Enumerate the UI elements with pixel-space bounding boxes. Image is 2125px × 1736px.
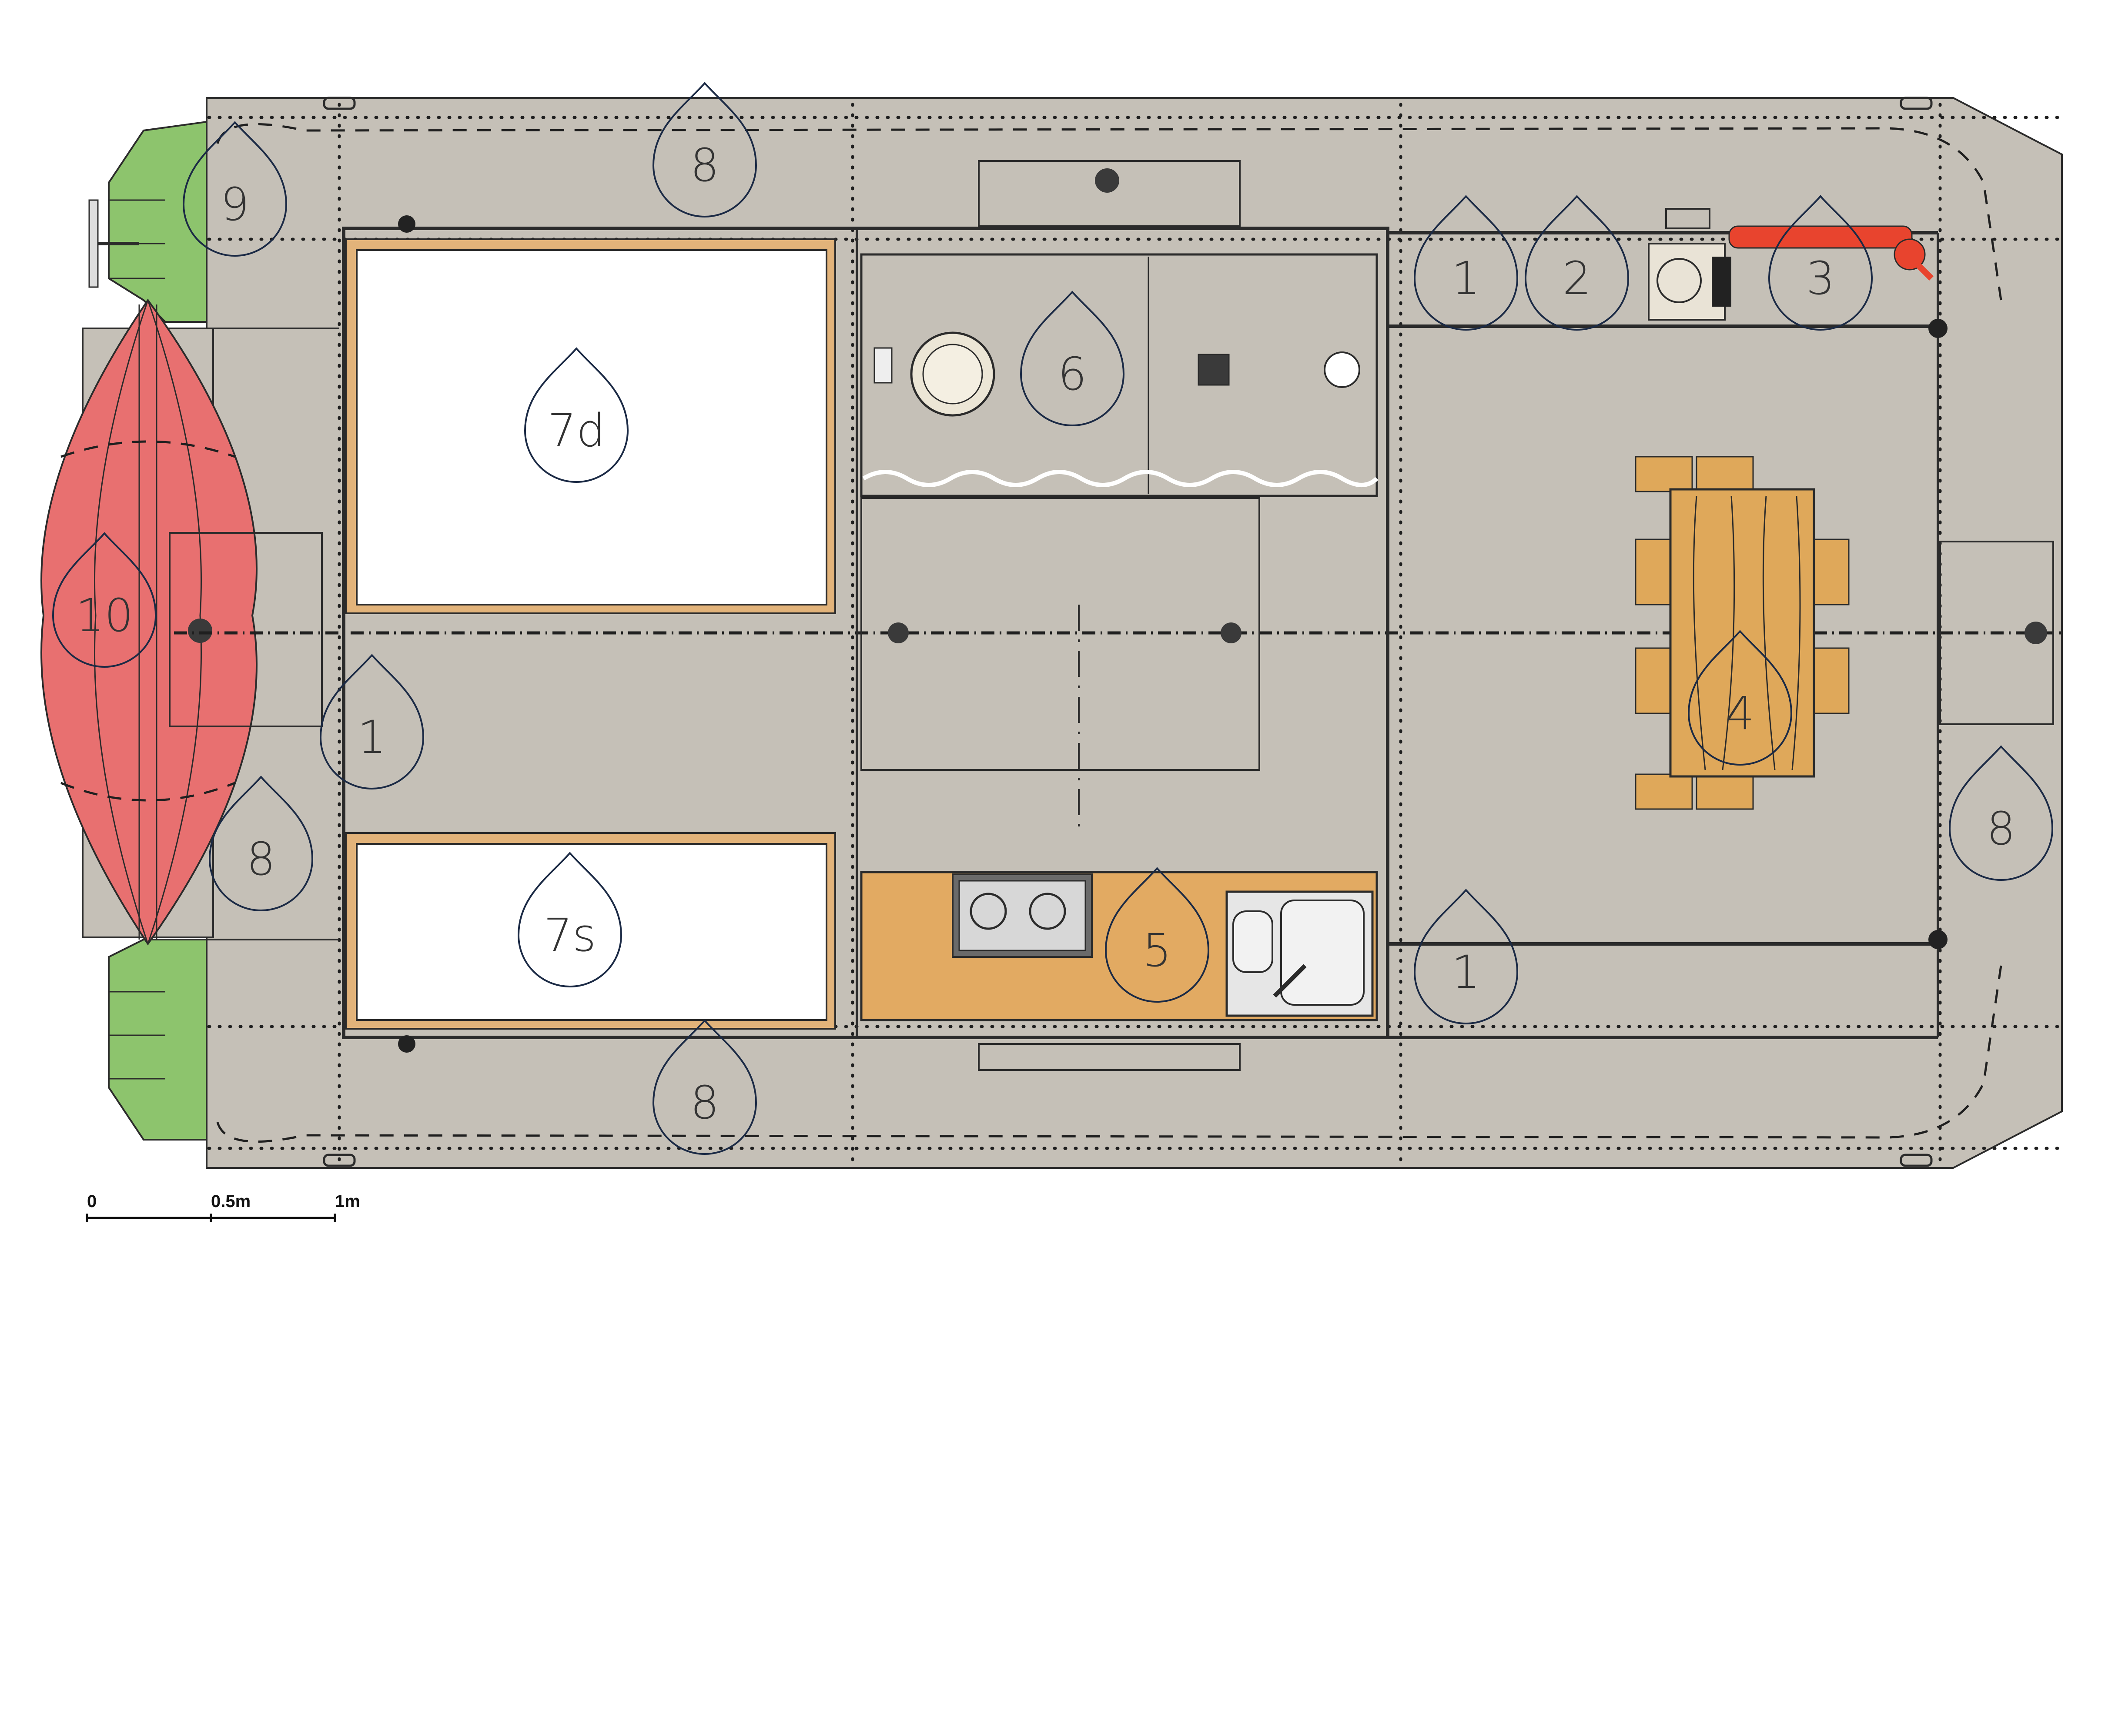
marker-label: 4	[1726, 687, 1754, 740]
top-hatch	[978, 160, 1241, 227]
marker-1: 1	[319, 654, 425, 789]
scale-bar: 0 0.5m 1m	[86, 1192, 360, 1222]
marker-drop-shape	[1948, 745, 2054, 881]
marker-label: 1	[358, 711, 386, 764]
bottom-hatch	[978, 1043, 1241, 1071]
cleats	[323, 97, 1948, 1167]
marker-3: 3	[1768, 195, 1873, 331]
scale-label-half: 0.5m	[211, 1192, 251, 1211]
scale-label-0: 0	[87, 1192, 97, 1211]
marker-label: 9	[221, 178, 249, 231]
marker-label: 8	[1987, 802, 2015, 855]
marker-1: 1	[1413, 889, 1519, 1024]
marker-drop-shape	[319, 654, 425, 789]
cabin-outline	[207, 227, 1939, 1039]
marker-drop-shape	[182, 121, 288, 257]
marker-10: 10	[52, 532, 157, 668]
marker-label: 8	[690, 139, 719, 192]
marker-9: 9	[182, 121, 288, 257]
marker-7s: 7s	[517, 852, 622, 987]
marker-label: 7d	[548, 404, 605, 457]
marker-2: 2	[1524, 195, 1630, 331]
rudder	[88, 199, 139, 288]
red-spindle	[40, 298, 258, 946]
marker-drop-shape	[652, 82, 757, 217]
marker-drop-shape	[652, 1019, 757, 1155]
scale-label-1m: 1m	[335, 1192, 360, 1211]
marker-drop-shape	[1687, 630, 1793, 766]
bathroom	[860, 253, 1379, 497]
marker-drop-shape	[1413, 889, 1519, 1024]
marker-1: 1	[1413, 195, 1519, 331]
marker-drop-shape	[1768, 195, 1873, 331]
marker-label: 6	[1058, 348, 1087, 401]
marker-drop-shape	[208, 776, 314, 911]
marker-8: 8	[652, 82, 757, 217]
bow-hatch	[1939, 541, 2054, 725]
marker-label: 1	[1452, 946, 1480, 999]
marker-drop-shape	[1020, 291, 1125, 426]
float-green-top	[108, 120, 207, 323]
marker-6: 6	[1020, 291, 1125, 426]
marker-7d: 7d	[524, 347, 629, 483]
marker-label: 3	[1806, 252, 1835, 305]
marker-label: 8	[690, 1076, 719, 1129]
marker-drop-shape	[1524, 195, 1630, 331]
bed-single	[345, 832, 836, 1030]
marker-drop-shape	[517, 852, 622, 987]
marker-4: 4	[1687, 630, 1793, 766]
marker-label: 5	[1143, 924, 1171, 977]
marker-drop-shape	[524, 347, 629, 483]
marker-label: 8	[247, 833, 275, 886]
kitchen-counter	[860, 871, 1378, 1021]
stern-hatch	[169, 532, 323, 727]
float-green-bottom	[108, 939, 207, 1141]
marker-8: 8	[1948, 745, 2054, 881]
red-heater	[1728, 225, 1934, 281]
marker-label: 1	[1452, 252, 1480, 305]
marker-8: 8	[652, 1019, 757, 1155]
marker-5: 5	[1104, 867, 1210, 1003]
marker-drop-shape	[1104, 867, 1210, 1003]
floor-hatch	[860, 497, 1260, 826]
engine	[1648, 208, 1731, 321]
marker-label: 7s	[544, 909, 596, 962]
marker-drop-shape	[52, 532, 157, 668]
marker-drop-shape	[1413, 195, 1519, 331]
bed-double	[345, 238, 836, 614]
marker-8: 8	[208, 776, 314, 911]
marker-label: 10	[76, 589, 133, 642]
marker-label: 2	[1563, 252, 1591, 305]
